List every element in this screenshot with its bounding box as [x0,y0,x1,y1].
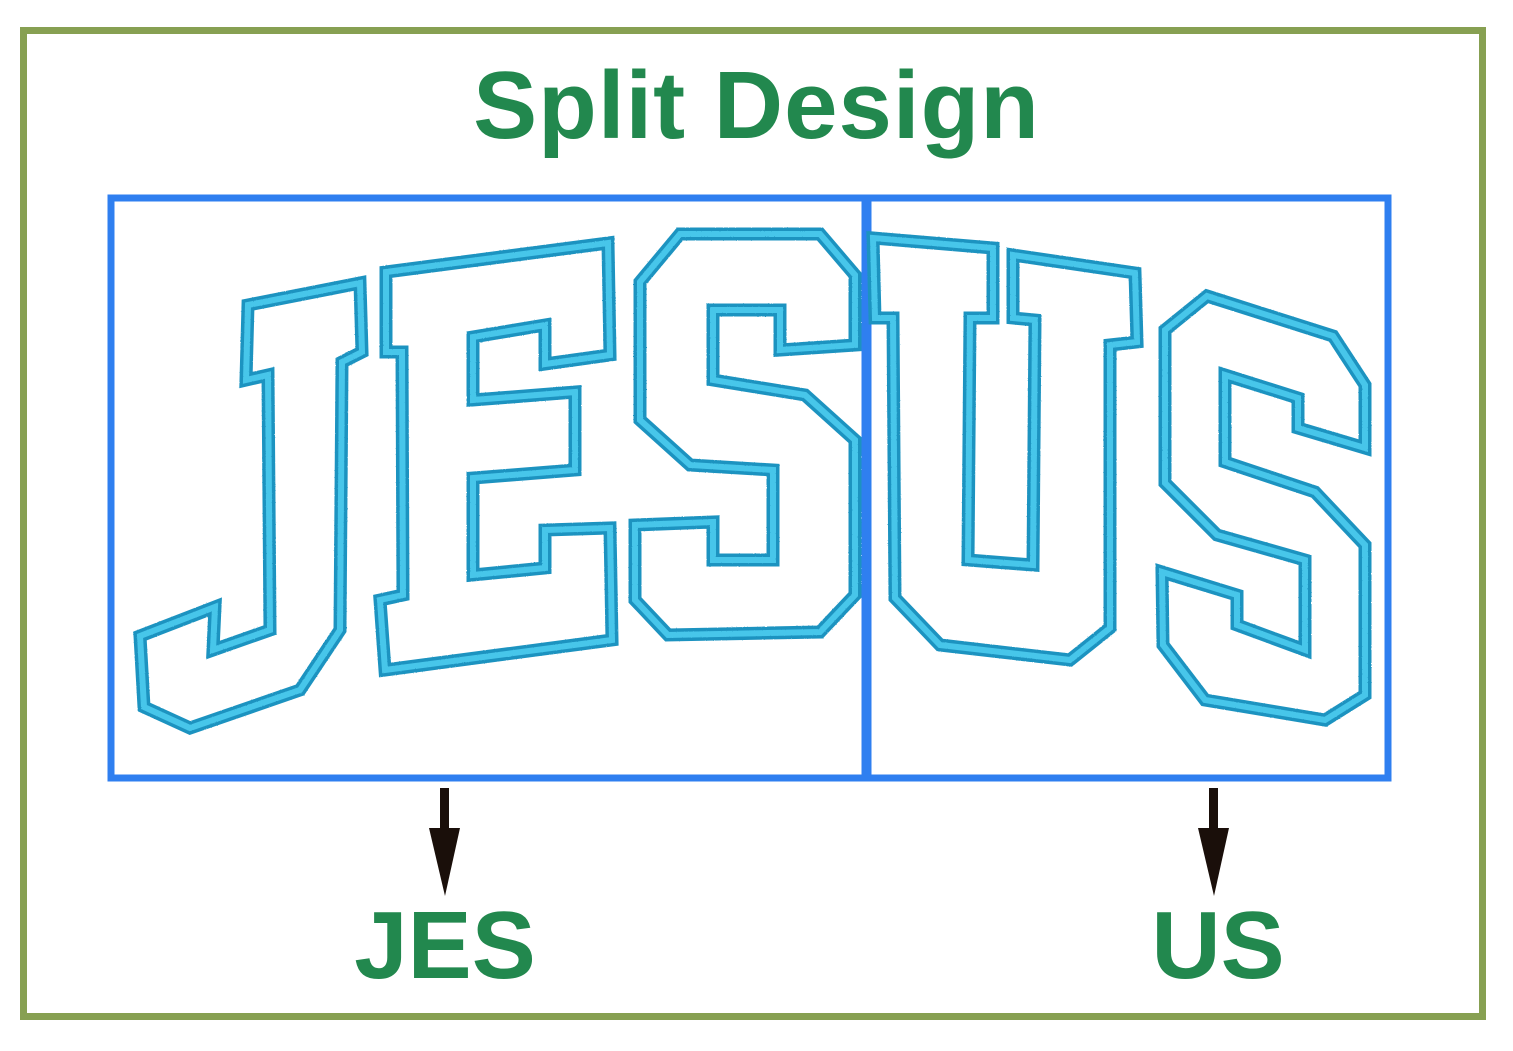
split-box-left [107,194,869,782]
page-title: Split Design [473,52,1040,159]
outer-frame [20,27,1486,1020]
arrow-down-icon [1198,788,1229,896]
letter-u [866,230,1144,667]
letter-s [628,227,862,642]
letter-e [373,235,619,678]
letter-s-2 [1155,288,1372,727]
jesus-applique-letters [133,227,1372,735]
part-label-left: JES [354,892,536,999]
letter-j [133,275,369,735]
part-label-right: US [1151,892,1285,999]
arrow-down-icon [429,788,460,896]
split-box-right [864,194,1392,782]
